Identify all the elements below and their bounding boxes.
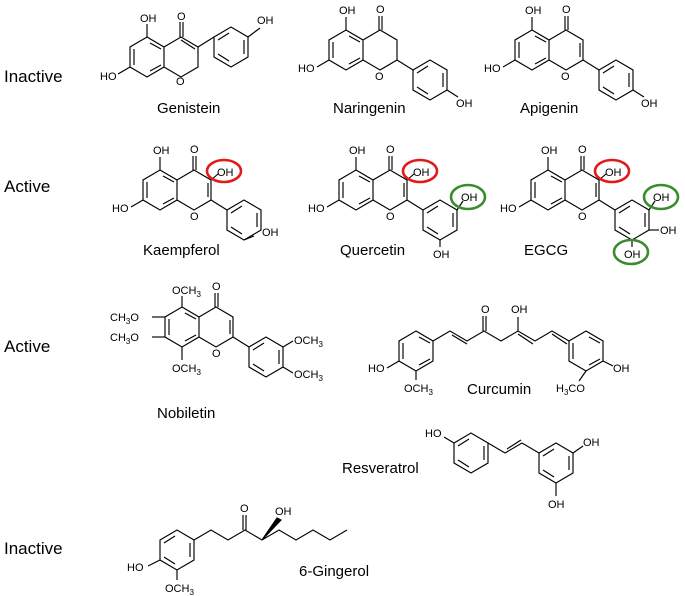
atom-label: OH <box>257 15 274 27</box>
atom-label: H3CO <box>556 383 585 397</box>
atom-label: OH <box>511 304 528 316</box>
atom-label: OH <box>653 192 670 204</box>
atom-label: HO <box>368 363 385 375</box>
atom-label: HO <box>127 562 144 574</box>
highlight-3-hydroxyl-red-circle <box>205 158 243 184</box>
atom-label: OCH3 <box>172 285 201 299</box>
atom-label: OCH3 <box>404 383 433 397</box>
atom-label: OH <box>624 249 641 261</box>
atom-label: O <box>176 76 185 88</box>
caption-curcumin: Curcumin <box>467 381 532 398</box>
atom-label: OH <box>461 192 478 204</box>
atom-label: OH <box>153 145 170 157</box>
caption-apigenin: Apigenin <box>520 100 579 117</box>
row-label-active-1: Active <box>4 177 51 196</box>
atom-label: HO <box>308 203 325 215</box>
atom-label: OH <box>456 98 473 110</box>
caption-resveratrol: Resveratrol <box>342 460 419 477</box>
highlight-5prime-hydroxyl-green-circle <box>612 238 650 266</box>
atom-label: OH <box>660 225 677 237</box>
atom-label: O <box>376 4 385 16</box>
atom-label: O <box>190 211 199 223</box>
atom-label: CH3O <box>110 312 139 326</box>
atom-label: O <box>386 211 395 223</box>
atom-label: OH <box>541 145 558 157</box>
atom-label: HO <box>298 63 315 75</box>
atom-label: O <box>240 503 249 515</box>
atom-label: OH <box>413 167 430 179</box>
atom-label: OH <box>275 506 292 518</box>
highlight-3prime-hydroxyl-green-circle <box>449 183 487 211</box>
atom-label: O <box>375 71 384 83</box>
atom-label: O <box>562 4 571 16</box>
atom-label: O <box>481 304 490 316</box>
atom-label: HO <box>425 428 442 440</box>
atom-label: O <box>386 144 395 156</box>
row-label-active-2: Active <box>4 337 51 356</box>
atom-label: OH <box>433 249 450 261</box>
atom-label: HO <box>112 203 129 215</box>
atom-label: OH <box>217 167 234 179</box>
atom-label: O <box>578 144 587 156</box>
row-label-inactive-1: Inactive <box>4 67 63 86</box>
atom-label: HO <box>100 71 117 83</box>
atom-label: OCH3 <box>172 363 201 377</box>
atom-label: O <box>190 144 199 156</box>
caption-quercetin: Quercetin <box>340 242 406 259</box>
atom-label: HO <box>484 63 501 75</box>
caption-genistein: Genistein <box>157 100 221 117</box>
atom-label: O <box>212 281 221 293</box>
caption-nobiletin: Nobiletin <box>157 405 216 422</box>
atom-label: OCH3 <box>294 335 323 349</box>
caption-naringenin: Naringenin <box>333 100 406 117</box>
atom-label: CH3O <box>110 332 139 346</box>
atom-label: OH <box>339 5 356 17</box>
atom-label: OH <box>641 98 658 110</box>
caption-egcg: EGCG <box>524 242 569 259</box>
caption-kaempferol: Kaempferol <box>143 242 220 259</box>
atom-label: OH <box>548 499 565 511</box>
atom-label: OCH3 <box>165 583 194 596</box>
atom-label: OH <box>613 363 630 375</box>
highlight-3-hydroxyl-red-circle <box>401 158 439 184</box>
atom-label: OH <box>349 145 366 157</box>
atom-label: O <box>177 11 186 23</box>
atom-label: O <box>561 71 570 83</box>
atom-label: OCH3 <box>294 369 323 383</box>
atom-label: OH <box>605 167 622 179</box>
highlight-3-hydroxyl-red-circle <box>593 158 631 184</box>
atom-label: O <box>212 348 221 360</box>
atom-label: OH <box>140 13 157 25</box>
atom-label: OH <box>525 5 542 17</box>
caption-gingerol: 6-Gingerol <box>299 563 370 580</box>
atom-label: O <box>578 211 587 223</box>
highlight-3prime-hydroxyl-green-circle <box>642 183 680 211</box>
atom-label: OH <box>262 227 279 239</box>
row-label-inactive-2: Inactive <box>4 539 63 558</box>
atom-label: HO <box>500 203 517 215</box>
atom-label: OH <box>583 437 600 449</box>
